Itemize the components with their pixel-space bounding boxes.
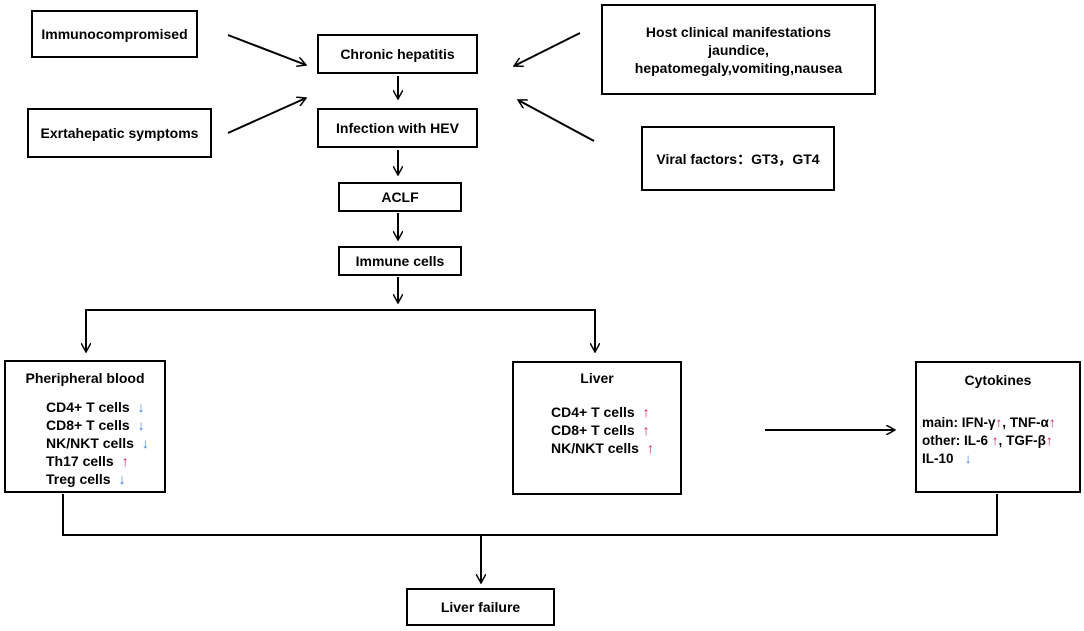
cytokine-separator: , <box>1002 415 1007 430</box>
up-arrow-icon: ↑ <box>646 440 654 456</box>
host-line-3: hepatomegaly,vomiting,nausea <box>634 59 843 76</box>
arrow-extrahepatic-to-infection <box>227 98 306 134</box>
down-arrow-icon: ↓ <box>964 451 972 466</box>
immune-cells-box: Immune cells <box>338 246 462 276</box>
immunocompromised-label: Immunocompromised <box>41 26 188 42</box>
peripheral-cell-row: Th17 cells ↑ <box>46 452 149 470</box>
extrahepatic-box: Exrtahepatic symptoms <box>27 108 212 158</box>
peripheral-blood-title: Pheripheral blood <box>25 370 145 386</box>
cytokines-box: Cytokines main: IFN-γ↑, TNF-α↑ other: IL… <box>915 361 1081 493</box>
up-arrow-icon: ↑ <box>991 433 999 448</box>
down-arrow-icon: ↓ <box>141 435 149 451</box>
up-arrow-icon: ↑ <box>642 404 650 420</box>
cytokines-main-row: main: IFN-γ↑, TNF-α↑ <box>922 414 1056 432</box>
cell-type-label: NK/NKT cells <box>46 435 134 451</box>
cell-type-label: CD8+ T cells <box>46 417 130 433</box>
aclf-box: ACLF <box>338 182 462 212</box>
viral-factors-box: Viral factors：GT3，GT4 <box>641 126 835 191</box>
liver-box: Liver CD4+ T cells↑CD8+ T cells↑NK/NKT c… <box>512 361 682 495</box>
down-arrow-icon: ↓ <box>137 399 145 415</box>
up-arrow-icon: ↑ <box>1048 415 1056 430</box>
cytokines-main-prefix: main: <box>922 415 959 430</box>
cytokine-ifn-gamma: IFN-γ <box>961 415 996 430</box>
immune-cells-label: Immune cells <box>355 253 445 269</box>
liver-cell-row: CD8+ T cells ↑ <box>551 421 654 439</box>
down-arrow-icon: ↓ <box>118 471 126 487</box>
cytokine-separator: , <box>998 433 1003 448</box>
chronic-hepatitis-box: Chronic hepatitis <box>317 34 478 74</box>
arrow-viral-to-infection <box>518 99 595 142</box>
up-arrow-icon: ↑ <box>642 422 650 438</box>
merge-line <box>62 494 998 536</box>
viral-factors-label: Viral factors：GT3，GT4 <box>656 150 820 167</box>
cytokines-il10-row: IL-10 ↓ <box>922 450 1056 468</box>
peripheral-cell-row: CD4+ T cells ↓ <box>46 398 149 416</box>
immunocompromised-box: Immunocompromised <box>31 10 198 58</box>
cytokines-other-prefix: other: <box>922 433 961 448</box>
cytokine-tgf-beta: TGF-β <box>1006 433 1046 448</box>
liver-failure-box: Liver failure <box>406 588 555 626</box>
liver-cell-row: CD4+ T cells ↑ <box>551 403 654 421</box>
split-line <box>85 309 596 350</box>
down-arrow-icon: ↓ <box>137 417 145 433</box>
infection-box: Infection with HEV <box>317 108 478 148</box>
chronic-hepatitis-label: Chronic hepatitis <box>340 46 455 62</box>
host-line-2: jaundice, <box>708 41 769 58</box>
host-manifestations-box: Host clinical manifestations jaundice, h… <box>601 4 876 95</box>
peripheral-cell-row: Treg cells ↓ <box>46 470 149 488</box>
up-arrow-icon: ↑ <box>121 453 129 469</box>
host-line-1: Host clinical manifestations <box>645 23 832 40</box>
cytokine-tnf-alpha: TNF-α <box>1009 415 1049 430</box>
liver-cell-row: NK/NKT cells ↑ <box>551 439 654 457</box>
cytokines-other-row: other: IL-6 ↑, TGF-β↑ <box>922 432 1056 450</box>
cell-type-label: CD4+ T cells <box>551 404 635 420</box>
cytokine-il-6: IL-6 <box>964 433 989 448</box>
peripheral-blood-box: Pheripheral blood CD4+ T cells↓CD8+ T ce… <box>4 360 166 493</box>
arrow-immunocompromised-to-chronic <box>227 34 306 65</box>
cell-type-label: CD4+ T cells <box>46 399 130 415</box>
cell-type-label: Treg cells <box>46 471 111 487</box>
extrahepatic-label: Exrtahepatic symptoms <box>40 125 199 141</box>
liver-failure-label: Liver failure <box>440 599 521 615</box>
cell-type-label: CD8+ T cells <box>551 422 635 438</box>
cytokines-title: Cytokines <box>964 372 1032 388</box>
infection-label: Infection with HEV <box>336 120 459 136</box>
arrow-host-to-chronic <box>514 32 581 66</box>
up-arrow-icon: ↑ <box>995 415 1003 430</box>
cytokine-il-10: IL-10 <box>922 451 954 466</box>
cell-type-label: Th17 cells <box>46 453 114 469</box>
peripheral-cell-row: CD8+ T cells ↓ <box>46 416 149 434</box>
up-arrow-icon: ↑ <box>1045 433 1053 448</box>
aclf-label: ACLF <box>381 189 419 205</box>
liver-title: Liver <box>580 370 614 386</box>
cell-type-label: NK/NKT cells <box>551 440 639 456</box>
peripheral-cell-list: CD4+ T cells↓CD8+ T cells↓NK/NKT cells↓T… <box>46 398 149 488</box>
peripheral-cell-row: NK/NKT cells ↓ <box>46 434 149 452</box>
liver-cell-list: CD4+ T cells↑CD8+ T cells↑NK/NKT cells↑ <box>551 403 654 457</box>
